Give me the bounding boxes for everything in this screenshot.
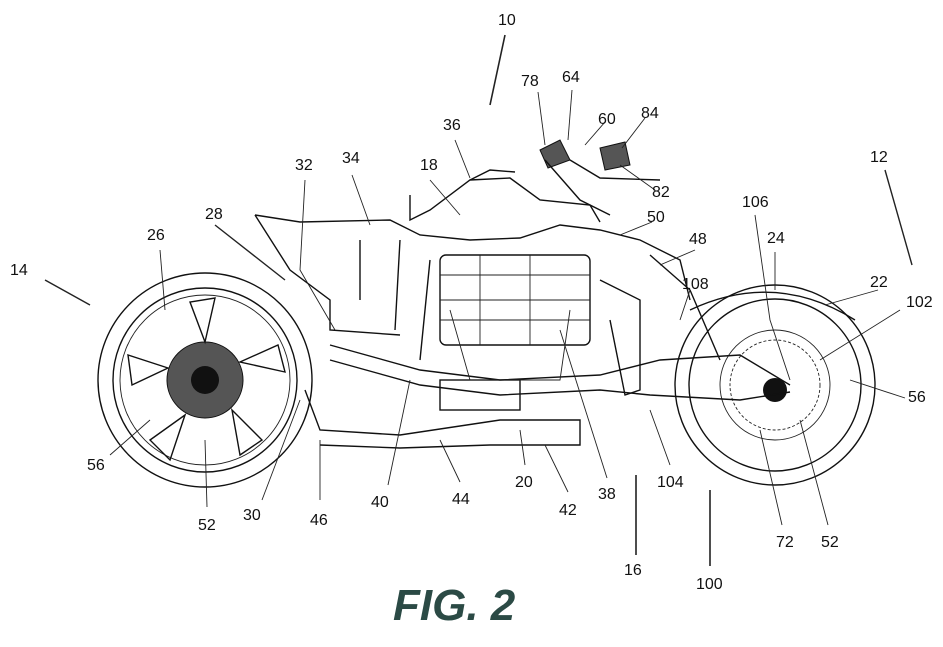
ref-44: 44: [452, 491, 470, 508]
ref-32: 32: [295, 157, 313, 174]
ref-56-rear: 56: [87, 457, 105, 474]
ref-10: 10: [498, 12, 516, 29]
ref-28: 28: [205, 206, 223, 223]
vehicle-body: [254, 139, 791, 449]
ref-106: 106: [742, 194, 769, 211]
ref-104: 104: [657, 474, 684, 491]
ref-100: 100: [696, 576, 723, 593]
ref-64: 64: [562, 69, 580, 86]
ref-82: 82: [652, 184, 670, 201]
ref-14: 14: [10, 262, 28, 279]
ref-48: 48: [689, 231, 707, 248]
ref-34: 34: [342, 150, 360, 167]
ref-26: 26: [147, 227, 165, 244]
ref-108: 108: [682, 276, 709, 293]
front-wheel: [674, 284, 876, 486]
ref-16: 16: [624, 562, 642, 579]
ref-102: 102: [906, 294, 933, 311]
ref-36: 36: [443, 117, 461, 134]
ref-24: 24: [767, 230, 785, 247]
ref-12: 12: [870, 149, 888, 166]
ref-46: 46: [310, 512, 328, 529]
rear-wheel: [97, 272, 313, 488]
ref-60: 60: [598, 111, 616, 128]
ref-20: 20: [515, 474, 533, 491]
ref-42: 42: [559, 502, 577, 519]
ref-72: 72: [776, 534, 794, 551]
ref-22: 22: [870, 274, 888, 291]
leader-lines: [44, 34, 913, 566]
ref-38: 38: [598, 486, 616, 503]
ref-52-front: 52: [821, 534, 839, 551]
ref-40: 40: [371, 494, 389, 511]
ref-56-front: 56: [908, 389, 926, 406]
reference-numerals: 10 78 64 60 84 36 18 32 34 28 26 14 12 1…: [10, 12, 933, 593]
ref-18: 18: [420, 157, 438, 174]
ref-52-rear: 52: [198, 517, 216, 534]
ref-30: 30: [243, 507, 261, 524]
figure-caption: FIG. 2: [393, 581, 516, 630]
ref-78: 78: [521, 73, 539, 90]
ref-50: 50: [647, 209, 665, 226]
ref-84: 84: [641, 105, 659, 122]
